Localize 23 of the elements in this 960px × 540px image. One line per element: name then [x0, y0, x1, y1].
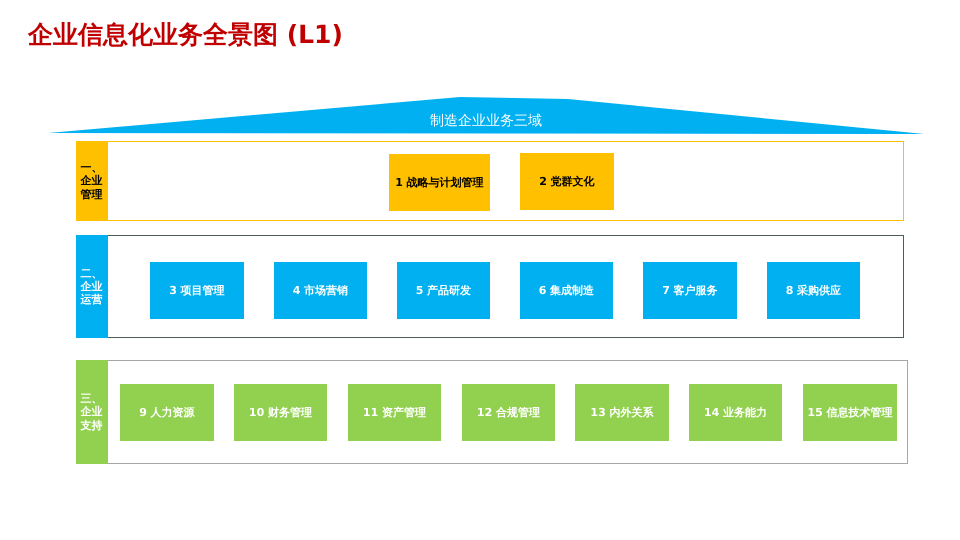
- section-tab: 二、企业运营: [76, 235, 108, 338]
- domain-box: 10 财务管理: [234, 384, 327, 441]
- roof-label: 制造企业业务三域: [429, 112, 543, 130]
- section-tab: 一、企业管理: [76, 141, 108, 221]
- domain-box: 13 内外关系: [575, 384, 669, 441]
- domain-box: 3 项目管理: [150, 262, 244, 319]
- domain-box: 14 业务能力: [689, 384, 782, 441]
- domain-box: 8 采购供应: [767, 262, 860, 319]
- domain-box: 15 信息技术管理: [803, 384, 897, 441]
- domain-box: 6 集成制造: [520, 262, 613, 319]
- domain-box: 12 合规管理: [462, 384, 555, 441]
- domain-box: 5 产品研发: [397, 262, 490, 319]
- domain-box: 11 资产管理: [348, 384, 441, 441]
- domain-box: 2 党群文化: [520, 153, 614, 210]
- domain-box: 9 人力资源: [120, 384, 214, 441]
- domain-box: 1 战略与计划管理: [389, 154, 490, 211]
- domain-box: 7 客户服务: [643, 262, 737, 319]
- section-panel: [76, 235, 904, 338]
- section-panel: [76, 360, 908, 464]
- section-panel: [76, 141, 904, 221]
- domain-box: 4 市场营销: [274, 262, 367, 319]
- section-tab: 三、企业支持: [76, 360, 108, 464]
- page-title: 企业信息化业务全景图 (L1): [28, 19, 343, 51]
